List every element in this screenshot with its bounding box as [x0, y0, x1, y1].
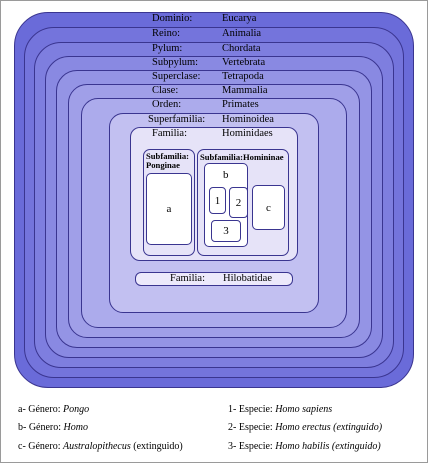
rank-key: Superclase:: [152, 71, 201, 82]
legend-prefix: b- Género:: [18, 422, 64, 433]
rank-key: Familia:: [152, 128, 187, 139]
legend-name: Pongo: [62, 404, 90, 415]
legend-item-b: b- Género: Homo: [18, 422, 88, 433]
subfamily-ponginae-label-1: Subfamilia:: [146, 151, 189, 161]
legend-suffix: (extinguido): [130, 441, 183, 452]
genus-a-letter: a: [166, 203, 172, 215]
legend-name: Homo sapiens: [275, 404, 333, 415]
rank-key: Orden:: [152, 99, 182, 110]
rank-value: Hominidaes: [222, 128, 273, 139]
species-3-box: 3: [211, 220, 241, 242]
legend-item-2: 2- Especie: Homo erectus (extinguido): [228, 422, 382, 433]
legend-name: Homo: [63, 422, 88, 433]
legend-item-1: 1- Especie: Homo sapiens: [228, 404, 332, 415]
legend-name: Australopithecus: [62, 441, 131, 452]
rank-value: Tetrapoda: [222, 71, 264, 82]
rank-value: Hominoidea: [222, 114, 274, 125]
genus-c-letter: c: [266, 201, 271, 214]
rank-value: Chordata: [222, 43, 261, 54]
species-2-number: 2: [235, 196, 242, 209]
rank-key: Reino:: [152, 28, 180, 39]
rank-value: Primates: [222, 99, 259, 110]
legend-name: Homo erectus (extinguido): [275, 422, 383, 433]
rank-key: Clase:: [152, 85, 179, 96]
subfamily-homininae-label: Subfamilia:Homininae: [200, 152, 284, 162]
genus-a-box: a: [146, 173, 192, 245]
genus-c-box: c: [252, 185, 285, 230]
genus-b-box: b 1 2 3: [204, 163, 248, 247]
species-1-number: 1: [214, 194, 221, 207]
legend-item-a: a- Género: Pongo: [18, 404, 89, 415]
family-hylobatidae-key: Familia:: [170, 273, 205, 284]
rank-key: Superfamilia:: [148, 114, 206, 125]
legend-prefix: 3- Especie:: [228, 441, 276, 452]
legend-prefix: 1- Especie:: [228, 404, 276, 415]
legend-prefix: 2- Especie:: [228, 422, 276, 433]
rank-key: Pylum:: [152, 43, 183, 54]
legend-item-3: 3- Especie: Homo habilis (extinguido): [228, 441, 381, 452]
family-hylobatidae-box: Familia: Hilobatidae: [135, 272, 293, 286]
subfamily-ponginae-label-2: Ponginae: [146, 160, 180, 170]
legend-name: Homo habilis (extinguido): [275, 441, 381, 452]
family-hylobatidae-value: Hilobatidae: [223, 273, 272, 284]
rank-key: Subpylum:: [152, 57, 199, 68]
species-1-box: 1: [209, 187, 226, 214]
rank-value: Vertebrata: [222, 57, 266, 68]
subfamily-homininae-box: Subfamilia:Homininae b 1 2 3 c: [197, 149, 289, 256]
genus-b-letter: b: [223, 169, 229, 181]
legend-prefix: a- Género:: [18, 404, 63, 415]
subfamily-ponginae-box: Subfamilia: Ponginae a: [143, 149, 195, 256]
rank-value: Eucarya: [222, 13, 257, 24]
species-3-number: 3: [223, 225, 229, 237]
rank-value: Animalia: [222, 28, 262, 39]
legend-item-c: c- Género: Australopithecus (extinguido): [18, 441, 183, 452]
rank-value: Mammalia: [222, 85, 268, 96]
rank-key: Dominio:: [152, 13, 193, 24]
species-2-box: 2: [229, 187, 248, 218]
legend-prefix: c- Género:: [18, 441, 63, 452]
